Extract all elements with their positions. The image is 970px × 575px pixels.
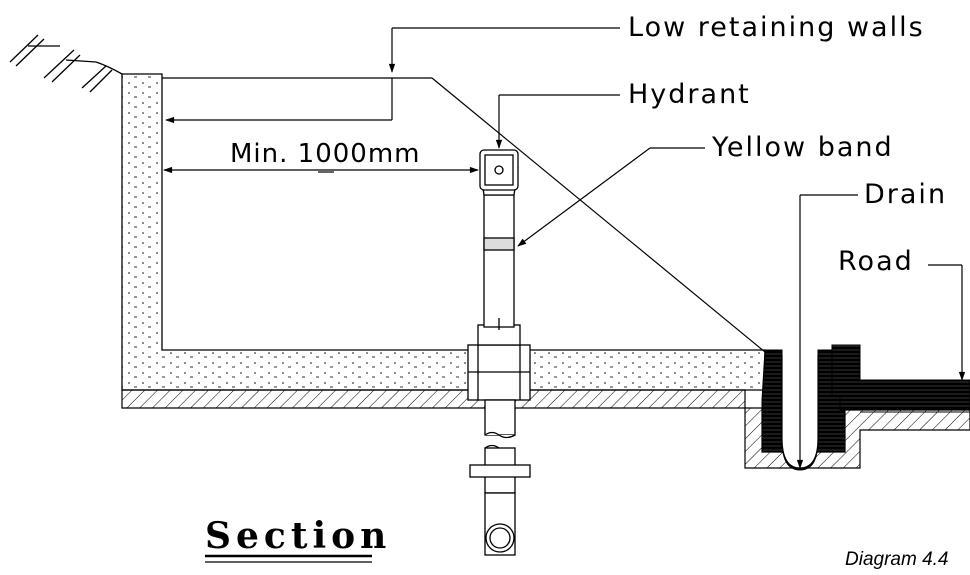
leader-yellow-band bbox=[517, 147, 705, 247]
label-low-retaining-walls: Low retaining walls bbox=[628, 12, 925, 43]
leader-drain bbox=[796, 194, 858, 469]
label-hydrant: Hydrant bbox=[628, 79, 751, 110]
leader-road bbox=[928, 264, 966, 381]
leader-hydrant bbox=[495, 94, 620, 149]
supply-pipe bbox=[469, 399, 531, 556]
label-drain: Drain bbox=[864, 179, 947, 210]
label-yellow-band: Yellow band bbox=[711, 132, 894, 163]
leader-low-retaining-walls bbox=[165, 27, 620, 124]
hydrant-assembly bbox=[467, 149, 531, 401]
slope-line bbox=[431, 77, 766, 353]
label-road: Road bbox=[838, 246, 914, 277]
hill-hatch bbox=[9, 34, 123, 93]
diagram-number: Diagram 4.4 bbox=[845, 549, 949, 570]
dimension-text: Min. 1000mm bbox=[230, 139, 421, 169]
retaining-wall bbox=[121, 73, 766, 391]
section-title: Section bbox=[205, 515, 391, 557]
road-pavement bbox=[831, 344, 970, 411]
